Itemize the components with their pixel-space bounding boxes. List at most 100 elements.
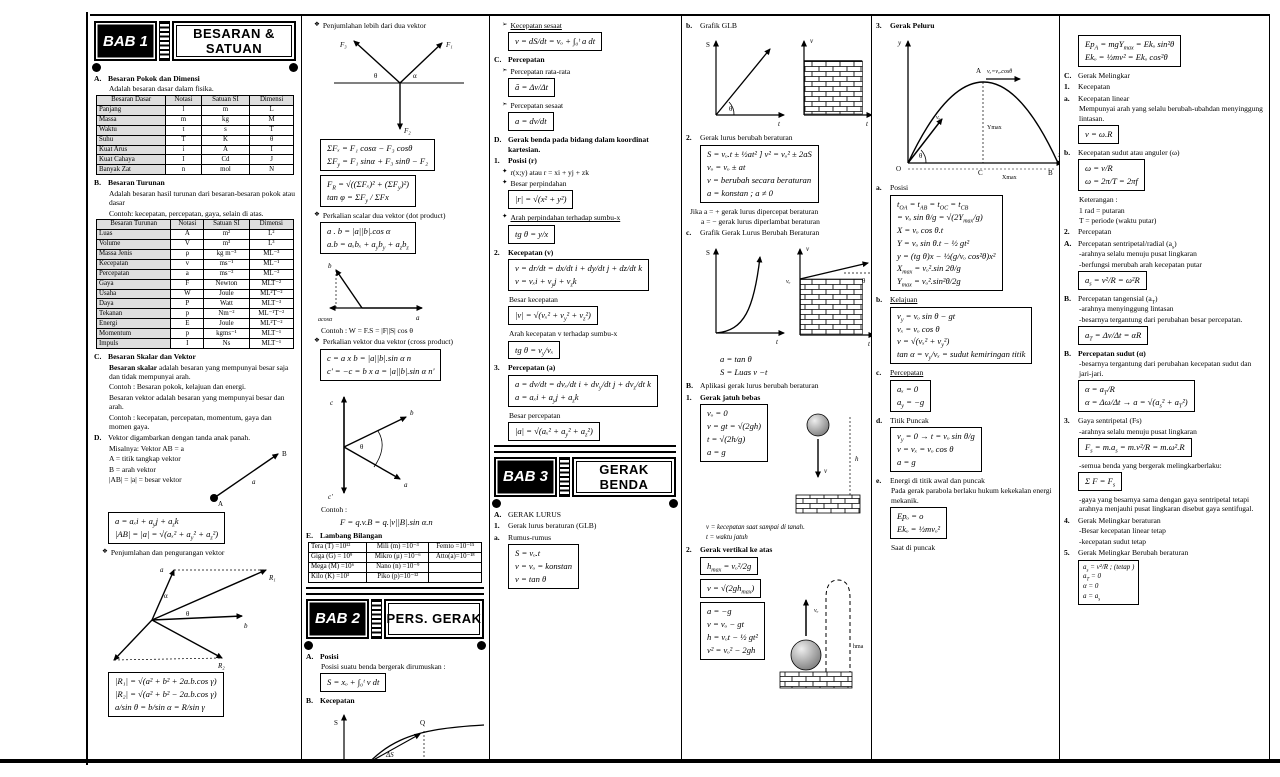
column-header: Notasi: [165, 94, 202, 106]
bullet-icon: ✦: [502, 213, 508, 221]
table-cell: Tera (T) =10¹²: [307, 541, 368, 553]
formula-line: α = Δω/Δt → a = √(as² + aT²): [1085, 397, 1188, 410]
section-heading-text: Grafik Gerak Lurus Berubah Beraturan: [700, 228, 820, 238]
area-under-v: [800, 278, 863, 335]
formula-box: v = dS/dt = vₒ + ∫₀ᵗ a dt: [508, 32, 603, 52]
table-cell: m: [165, 114, 202, 126]
section-label: 1.: [494, 521, 500, 531]
table-cell: p: [170, 308, 205, 320]
table-cell: E: [170, 318, 205, 330]
table-cell: l: [165, 104, 202, 116]
cross-product-diagram: c c' b a θ: [328, 395, 414, 501]
table-cell: Suhu: [95, 134, 167, 146]
formula-line: v = vₓi + vyj + vzk: [515, 276, 577, 289]
formula-box: a = dv/dt: [508, 112, 554, 132]
formula-line: α = 0: [1083, 582, 1099, 591]
section-heading-text: Gerak Melingkar beraturan: [1078, 515, 1161, 525]
section-heading-text: Besaran Pokok dan Dimensi: [108, 74, 200, 83]
list-item-text: Kecepatan sesaat: [510, 21, 562, 30]
s-t-line: [715, 48, 771, 116]
vector-neg-b: [113, 619, 153, 661]
formula-line: EpA = mgYmax = Ekₒ sin²θ: [1085, 39, 1175, 52]
formula-box: |r| = √(x² + y²): [508, 190, 574, 210]
label-b: b: [328, 262, 332, 270]
table-cell: n: [165, 164, 202, 176]
section-heading-text: Gerak lurus beraturan (GLB): [508, 521, 597, 531]
table-cell: V: [170, 238, 205, 250]
section-label: B.: [1064, 349, 1071, 358]
formula-box: aT = Δv/Δt = αR: [1078, 326, 1149, 345]
table-cell: Giga (G) = 10⁹: [307, 551, 368, 563]
column-header: Dimensi: [248, 218, 294, 230]
paragraph: Misalnya: Vektor AB = a: [109, 443, 184, 453]
paragraph: Besar percepatan: [509, 410, 561, 420]
section-label: 1.: [686, 392, 692, 402]
formula-line: c' = −c = b x a = |a||b|.sin α n': [327, 365, 435, 376]
label-ymax: Ymax: [987, 125, 1002, 131]
list-item-text: Percepatan sesaat: [510, 101, 564, 111]
label-b: b: [244, 622, 248, 630]
section-label: b.: [876, 295, 883, 305]
table-cell: Banyak Zat: [95, 164, 167, 176]
label-xmax: Xmax: [1002, 175, 1017, 181]
section-heading: B.Percepatan sudut (α): [1064, 349, 1264, 358]
section-label: 3.: [876, 21, 882, 30]
section-heading-text: Grafik GLB: [700, 21, 737, 30]
list-item-text: Penjumlahan lebih dari dua vektor: [322, 21, 427, 30]
formula-line: a = g: [707, 447, 726, 458]
table-cell: Atto(a)=10⁻¹⁸: [428, 551, 483, 563]
table-cell: Energi: [95, 318, 172, 330]
formula-line: vₒ = vₒ ± at: [707, 161, 746, 172]
section-heading-text: Kecepatan (v): [508, 247, 554, 257]
section-heading: 1.Gerak jatuh bebas: [686, 393, 866, 402]
label-theta: θ: [919, 152, 923, 160]
list-item-text: Besar perpindahan: [510, 179, 567, 189]
falling-ball: [806, 413, 830, 437]
table-cell: ML⁻²: [248, 268, 294, 280]
formula-line: a = aₓi + ayj + azk: [515, 391, 579, 405]
diagram-crossp: c c' b a θ: [316, 385, 484, 503]
section-label: B.: [686, 381, 693, 391]
section-heading: E.Lambang Bilangan: [306, 531, 484, 540]
vector-origin-dot: [210, 493, 218, 502]
section-label: 1.: [1064, 82, 1070, 92]
section-heading: 2.Percepatan: [1064, 227, 1264, 236]
column-header: Besaran Turunan: [95, 218, 172, 230]
label-r1: R₁: [268, 574, 276, 582]
formula-line: F = q.v.B = q.|v||B|.sin α.n: [340, 517, 433, 527]
chapter-number: BAB 2: [306, 598, 370, 639]
section-label: c.: [686, 228, 692, 238]
bullet-icon: ❖: [314, 337, 320, 345]
section-heading: b.Kelajuan: [876, 295, 1054, 304]
section-heading: c. Grafik Gerak Lurus Berubah Beraturan: [686, 228, 866, 237]
table-cell: Joule: [203, 318, 250, 330]
table-cell: ρ: [170, 248, 205, 260]
section-heading: 5.Gerak Melingkar Berubah beraturan: [1064, 548, 1264, 557]
label-S: S: [334, 719, 338, 727]
table-cell: Gaya: [95, 278, 172, 290]
paragraph: Contoh :: [321, 504, 348, 514]
banner-stripes-decoration: [559, 456, 571, 497]
section-label: B.: [1064, 293, 1071, 303]
paragraph: T = periode (waktu putar): [1079, 215, 1157, 225]
formula-line: vy = vₒ sin θ − gt: [897, 310, 956, 324]
banner-stripes-decoration: [371, 598, 383, 639]
section-label: A.: [1064, 238, 1072, 248]
formula-line: tan α = vy/vₓ = sudut kemiringan titik: [897, 349, 1026, 363]
list-item: ✦r(x;y) atau r = xi + yj + zk: [502, 168, 676, 177]
label-A: A: [976, 67, 981, 75]
section-label: C.: [1064, 70, 1072, 80]
formula-line: a = tan θ: [720, 353, 752, 364]
table-cell: ms⁻²: [203, 268, 250, 280]
label-b: b: [410, 409, 414, 417]
section-label: e.: [876, 475, 882, 485]
section-heading-text: Posisi (r): [508, 156, 537, 166]
